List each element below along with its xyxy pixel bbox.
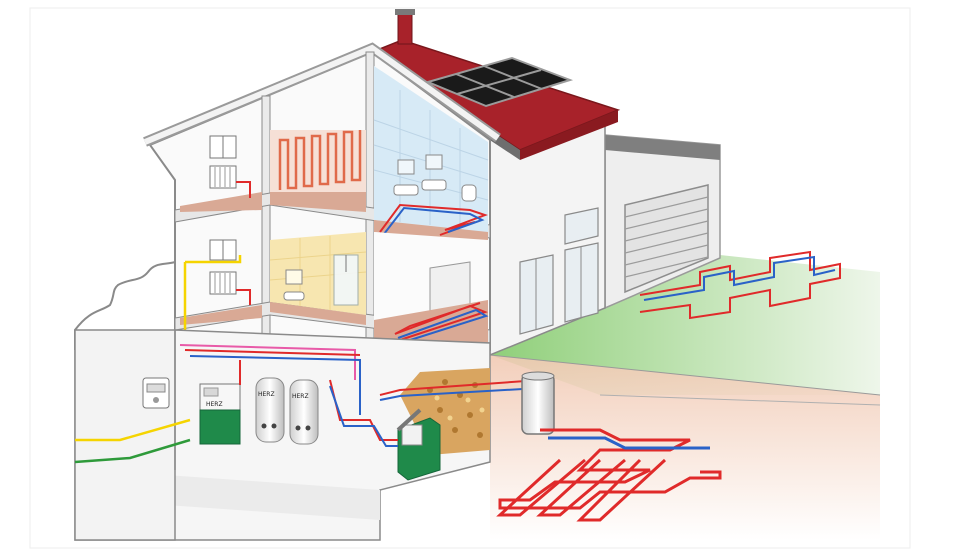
upper-bedroom <box>180 135 262 212</box>
storage-tank-icon <box>521 371 555 435</box>
wall-heating-room <box>270 130 366 212</box>
boiler-icon <box>396 408 441 481</box>
storage-tank-icon: HERZ <box>255 377 285 443</box>
boiler-icon: HERZ <box>199 383 241 445</box>
frame-border <box>29 7 911 549</box>
brand-label: HERZ <box>206 401 223 408</box>
sink-icon <box>393 154 447 196</box>
chimney-icon <box>395 9 415 45</box>
brand-label: HERZ <box>258 391 275 398</box>
patio-door-left <box>519 254 554 335</box>
solar-panel-icon <box>424 56 574 108</box>
ground-collector <box>496 428 722 522</box>
storage-tank-icon: HERZ <box>289 379 319 445</box>
middle-left-room <box>180 239 262 340</box>
middle-bathroom <box>269 232 367 325</box>
patio-door-right <box>564 242 599 323</box>
upper-bathroom <box>373 66 489 244</box>
brand-label: HERZ <box>292 393 309 400</box>
upper-window <box>564 207 599 245</box>
lawn <box>490 255 880 395</box>
living-room <box>374 232 489 345</box>
house-side-wall <box>489 119 606 357</box>
garage <box>604 134 721 310</box>
radiator-icon <box>209 271 237 295</box>
lawn-collector <box>639 250 841 320</box>
sink-icon <box>283 269 305 301</box>
garden <box>489 255 881 540</box>
basement: HERZ HERZ HERZ <box>74 261 541 541</box>
shower-icon <box>333 254 359 306</box>
radiator-icon <box>209 165 237 189</box>
meter-icon <box>142 377 170 409</box>
